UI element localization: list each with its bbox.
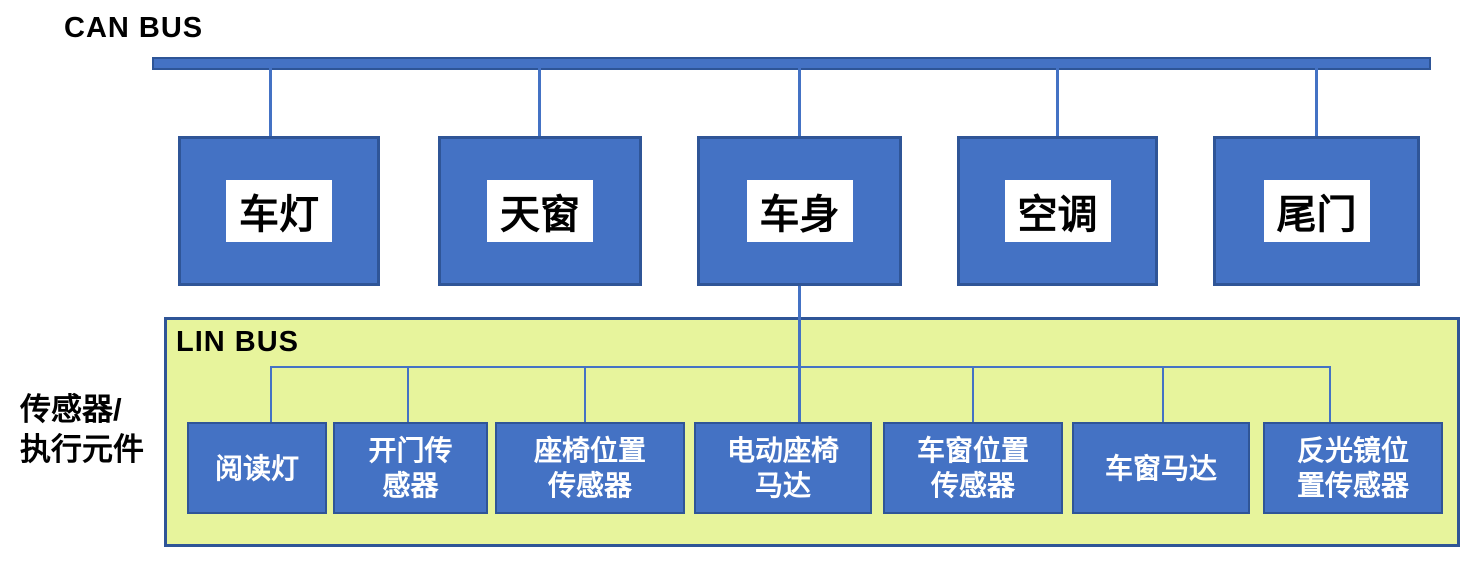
lin-node-mirror-position-sensor-label: 反光镜位 置传感器 — [1296, 435, 1409, 501]
connector-can-air-conditioner — [1056, 68, 1059, 136]
lin-bus-line — [270, 366, 1331, 368]
connector-lin-door-open-sensor — [407, 366, 409, 422]
lin-node-window-motor: 车窗马达 — [1072, 422, 1250, 514]
can-node-sunroof: 天窗 — [438, 136, 642, 286]
lin-node-electric-seat-motor-label: 电动座椅 马达 — [726, 435, 839, 501]
lin-node-window-position-sensor: 车窗位置 传感器 — [883, 422, 1063, 514]
lin-node-electric-seat-motor: 电动座椅 马达 — [694, 422, 872, 514]
lin-node-window-motor-label: 车窗马达 — [1104, 452, 1217, 484]
can-node-air-conditioner-label: 空调 — [1004, 180, 1111, 242]
lin-node-seat-position-sensor-label: 座椅位置 传感器 — [533, 435, 646, 501]
connector-lin-window-position-sensor — [972, 366, 974, 422]
connector-lin-reading-light — [270, 366, 272, 422]
connector-lin-mirror-position-sensor — [1329, 366, 1331, 422]
lin-node-window-position-sensor-label: 车窗位置 传感器 — [916, 435, 1029, 501]
connector-can-car-lights — [269, 68, 272, 136]
can-node-air-conditioner: 空调 — [957, 136, 1158, 286]
lin-node-mirror-position-sensor: 反光镜位 置传感器 — [1263, 422, 1443, 514]
connector-can-body — [798, 68, 801, 136]
can-node-car-lights: 车灯 — [178, 136, 380, 286]
connector-body-to-lin — [798, 286, 801, 422]
lin-node-door-open-sensor-label: 开门传 感器 — [368, 435, 453, 501]
can-bus-bar — [152, 57, 1431, 70]
connector-can-sunroof — [538, 68, 541, 136]
can-node-body-label: 车身 — [746, 180, 853, 242]
can-node-car-lights-label: 车灯 — [226, 180, 332, 242]
lin-node-seat-position-sensor: 座椅位置 传感器 — [495, 422, 685, 514]
lin-bus-title: LIN BUS — [176, 326, 299, 358]
can-node-body: 车身 — [697, 136, 902, 286]
can-node-sunroof-label: 天窗 — [487, 180, 593, 242]
can-bus-title: CAN BUS — [64, 12, 204, 44]
sensors-actuators-label: 传感器/ 执行元件 — [20, 392, 144, 467]
connector-can-tailgate — [1315, 68, 1318, 136]
lin-node-reading-light-label: 阅读灯 — [214, 452, 299, 484]
lin-node-door-open-sensor: 开门传 感器 — [333, 422, 488, 514]
connector-lin-seat-position-sensor — [584, 366, 586, 422]
can-node-tailgate-label: 尾门 — [1263, 180, 1370, 242]
lin-node-reading-light: 阅读灯 — [187, 422, 327, 514]
connector-lin-window-motor — [1162, 366, 1164, 422]
can-node-tailgate: 尾门 — [1213, 136, 1420, 286]
